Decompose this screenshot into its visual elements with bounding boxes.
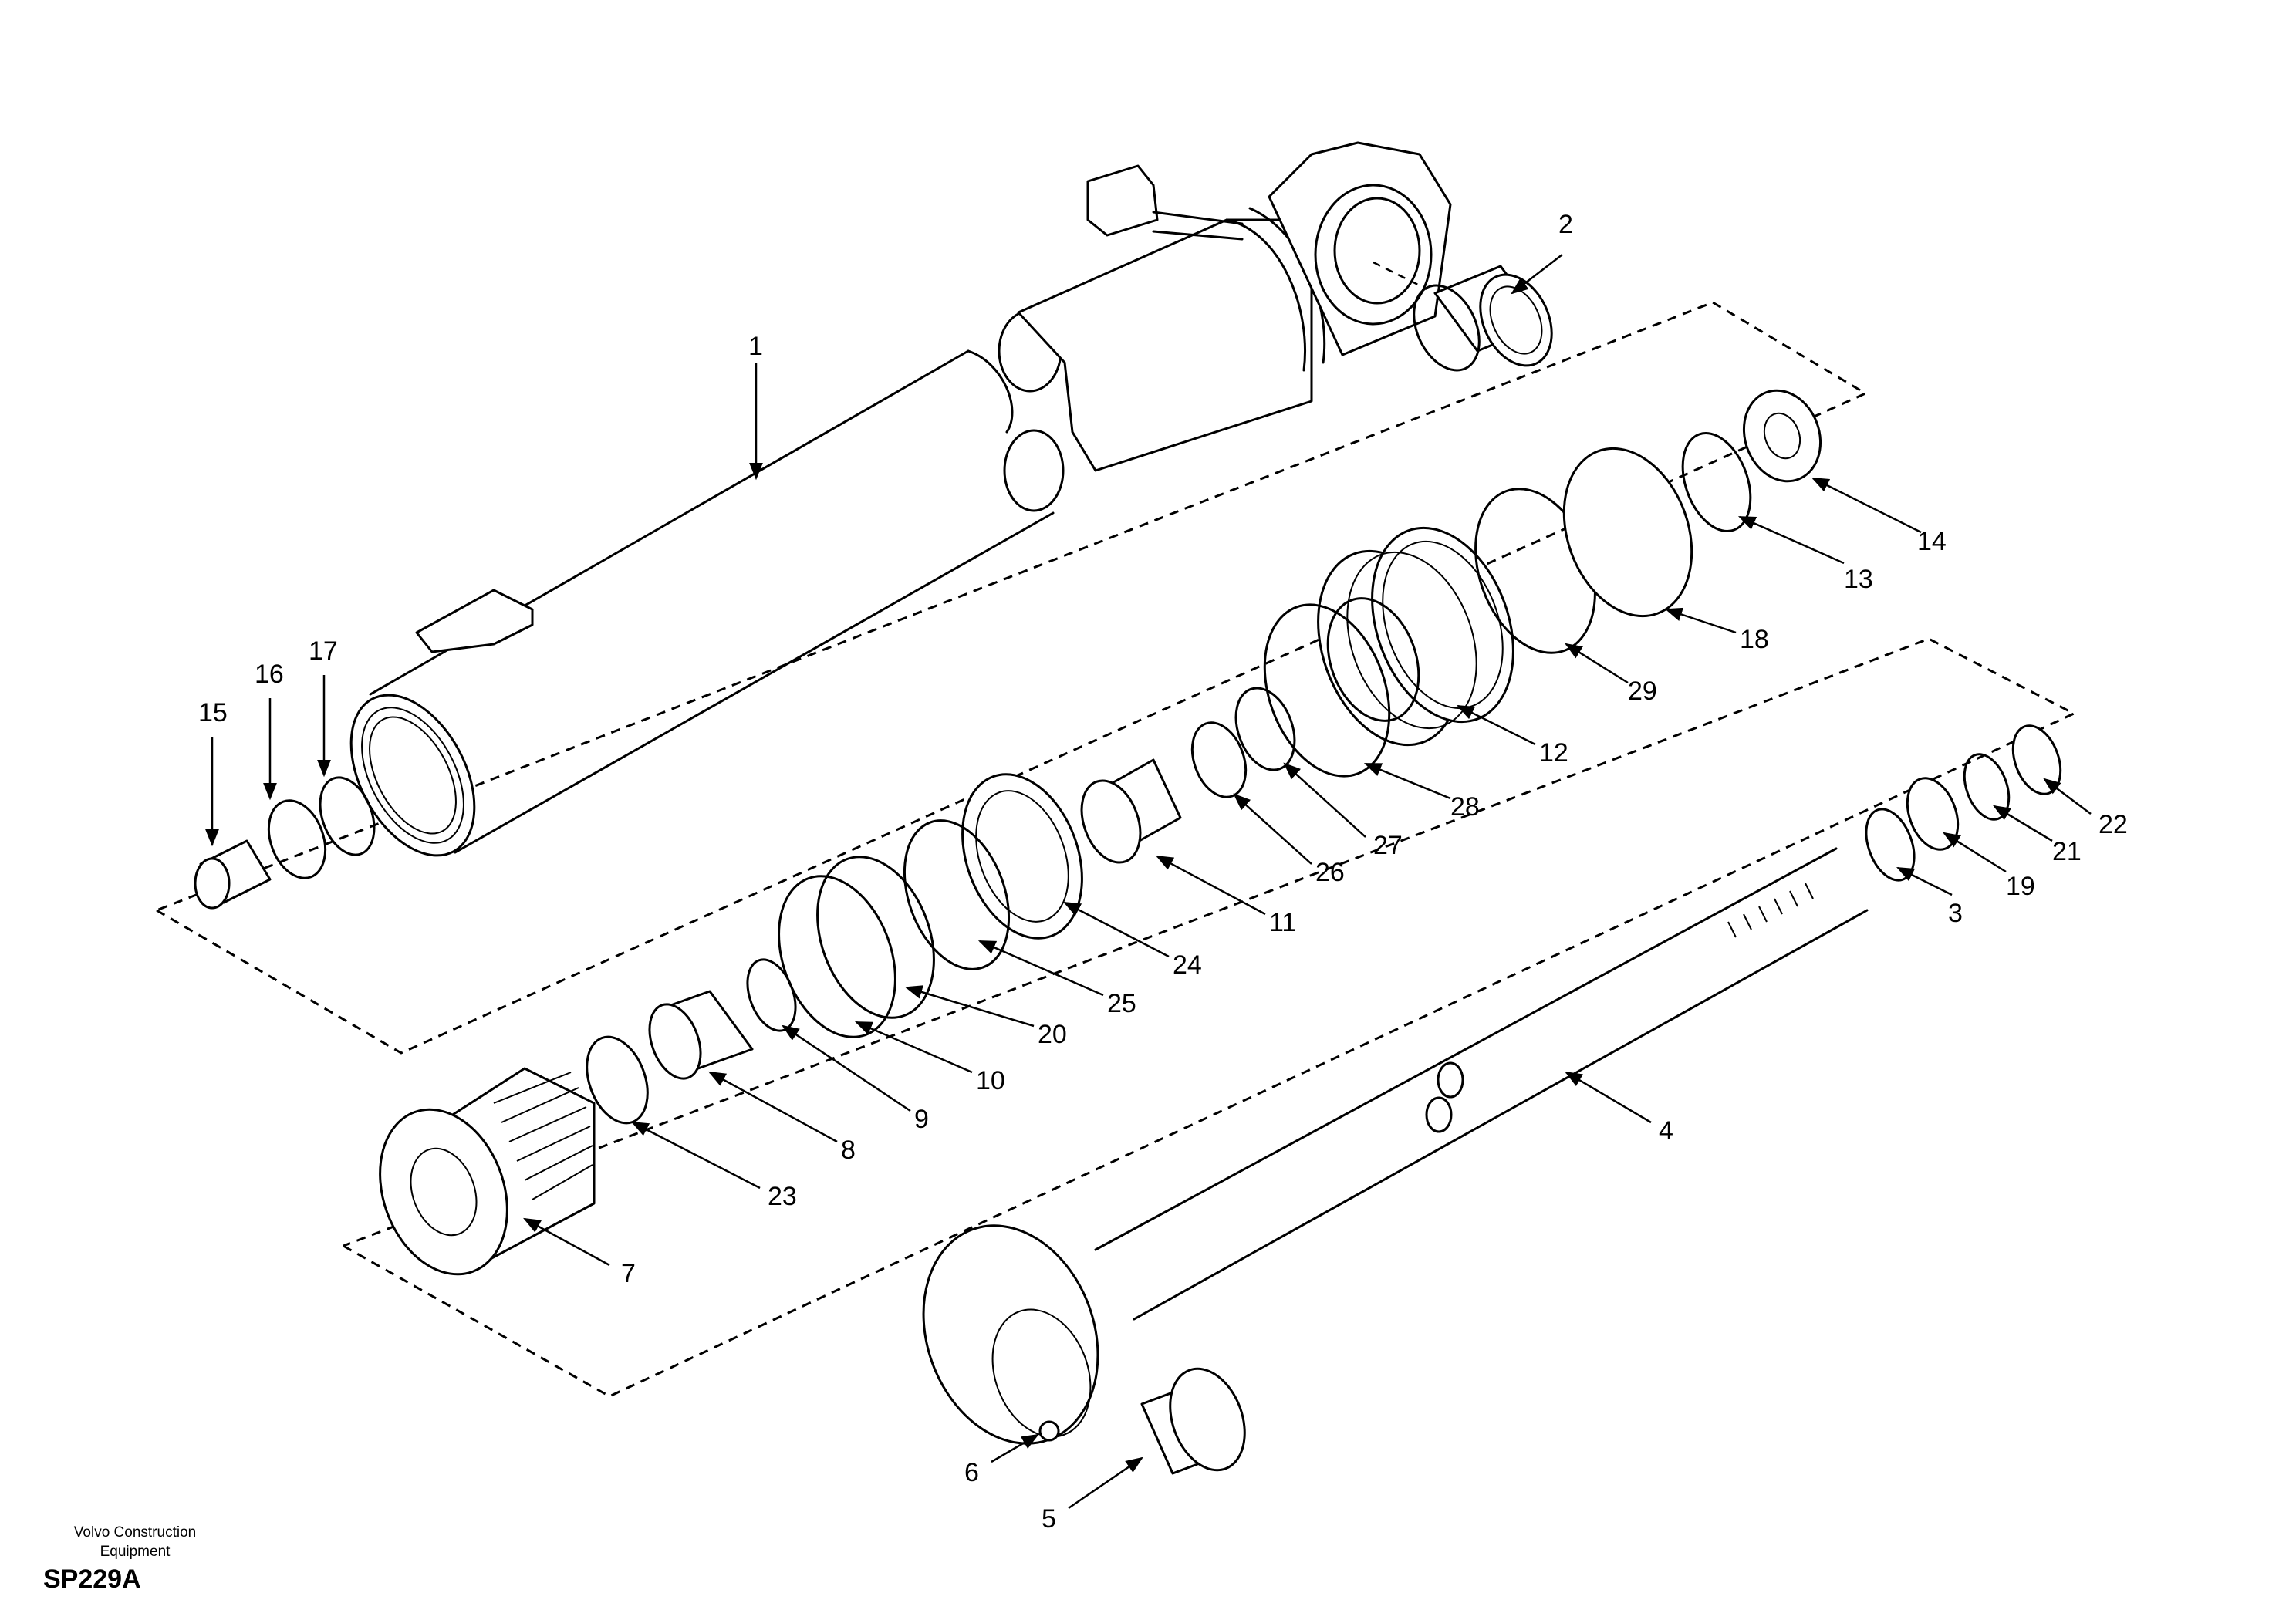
callout-18: 18 <box>1740 625 1769 654</box>
callout-12: 12 <box>1539 738 1568 768</box>
callout-19: 19 <box>2006 872 2035 901</box>
collar-part-15 <box>194 839 272 910</box>
callout-2: 2 <box>1558 210 1573 239</box>
brand-line-1: Volvo Construction <box>73 1524 197 1541</box>
callout-17: 17 <box>309 636 338 666</box>
callout-1: 1 <box>748 332 763 361</box>
callout-24: 24 <box>1173 950 1202 980</box>
callout-13: 13 <box>1844 565 1873 594</box>
piston-part-12 <box>1317 526 1514 747</box>
ring-part-27 <box>1234 687 1296 771</box>
brand-line-2: Equipment <box>100 1544 171 1560</box>
gland-part-7 <box>379 1067 596 1276</box>
sleeve-part-8 <box>648 990 754 1080</box>
callout-11: 11 <box>1269 908 1296 937</box>
brand-label: Volvo Construction Equipment <box>31 1523 239 1561</box>
bushing-part-2 <box>1373 261 1553 372</box>
callout-14: 14 <box>1917 527 1947 556</box>
callout-26: 26 <box>1315 858 1345 887</box>
bushing-part-5 <box>1140 1367 1246 1475</box>
callout-28: 28 <box>1450 792 1480 822</box>
callout-10: 10 <box>976 1066 1005 1095</box>
leader-lines <box>205 254 2092 1510</box>
callout-6: 6 <box>964 1458 979 1487</box>
callout-22: 22 <box>2098 810 2128 839</box>
callout-labels: 1 2 15 16 17 14 13 18 29 12 28 27 26 11 … <box>198 210 2128 1534</box>
callout-5: 5 <box>1042 1504 1056 1534</box>
ring-part-24 <box>961 773 1083 940</box>
callout-4: 4 <box>1659 1116 1673 1146</box>
piston-rod-part-4 <box>922 847 1869 1445</box>
bushing-part-11 <box>1080 758 1182 864</box>
ring-part-20 <box>816 856 935 1019</box>
callout-25: 25 <box>1107 989 1136 1018</box>
callout-8: 8 <box>841 1136 856 1165</box>
callout-15: 15 <box>198 698 228 727</box>
callout-23: 23 <box>768 1182 797 1211</box>
o-ring-part-25 <box>903 819 1011 970</box>
ring-part-10 <box>778 875 896 1038</box>
seal-part-28 <box>1263 603 1391 778</box>
grease-nipple-part-6 <box>1038 1420 1060 1442</box>
nut-part-14 <box>1742 389 1822 483</box>
dashed-boundary-lower <box>343 637 2077 1398</box>
wear-ring-part-18 <box>1562 447 1693 618</box>
cylinder-tube <box>349 141 1452 857</box>
inner-ring-part-24 <box>975 790 1069 923</box>
callout-16: 16 <box>255 660 284 689</box>
snap-ring-part-17 <box>319 776 376 856</box>
callout-7: 7 <box>621 1259 636 1288</box>
callout-3: 3 <box>1948 899 1963 928</box>
callout-20: 20 <box>1038 1020 1067 1049</box>
callout-9: 9 <box>914 1105 929 1134</box>
ring-part-13 <box>1681 431 1752 533</box>
wiper-part-22 <box>2011 724 2062 795</box>
ring-part-26 <box>1190 721 1248 798</box>
callout-29: 29 <box>1628 677 1657 706</box>
drawing-code: SP229A <box>43 1564 141 1594</box>
ring-part-16 <box>267 799 327 879</box>
callout-21: 21 <box>2052 837 2082 866</box>
snap-ring-part-9 <box>746 958 797 1032</box>
callout-27: 27 <box>1373 831 1403 860</box>
ring-part-19 <box>1906 777 1960 851</box>
